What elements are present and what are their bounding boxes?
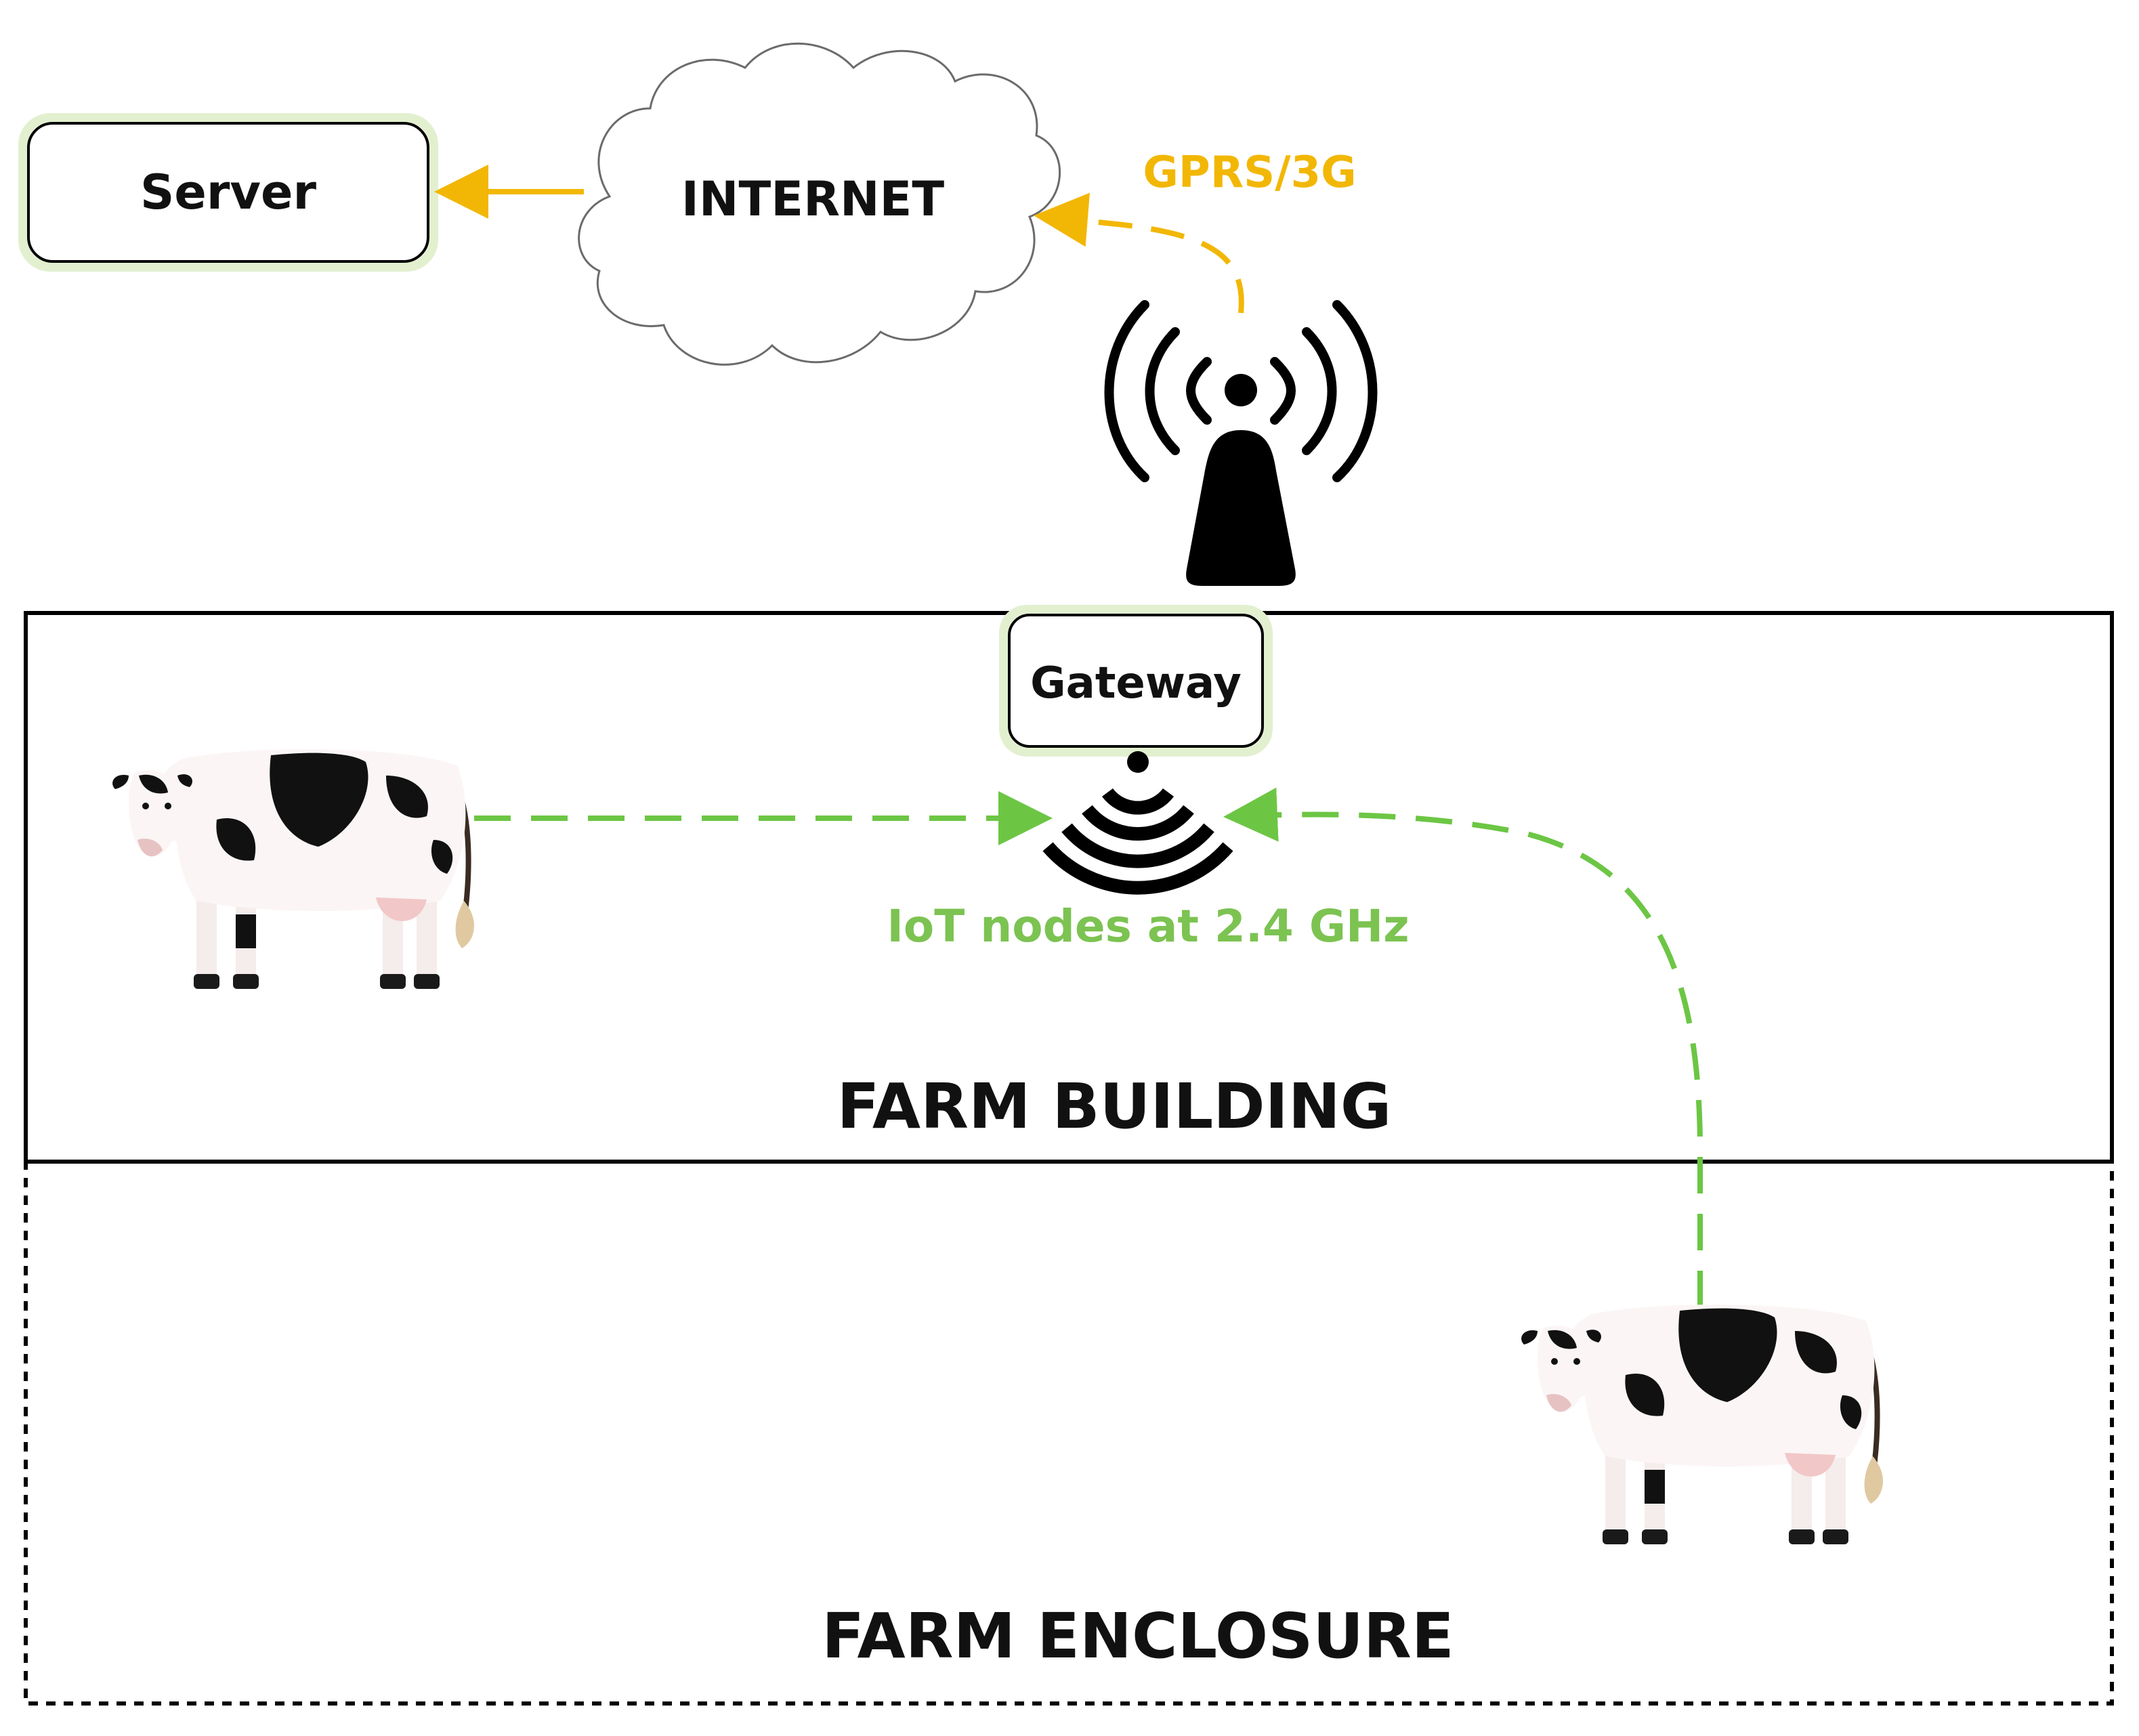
- cow-icon-enclosure: [1521, 1305, 1883, 1544]
- server-box: [27, 122, 429, 263]
- radio-tower-icon: [1104, 300, 1378, 586]
- gprs-label: GPRS/3G: [1143, 148, 1356, 198]
- gateway-box: [1008, 614, 1264, 748]
- farm-building-label: FARM BUILDING: [837, 1070, 1392, 1143]
- gprs-link-arrow: [1034, 192, 1244, 314]
- wifi-signal-icon: [1042, 751, 1233, 895]
- iot-link-right-cow: [1223, 787, 1703, 1307]
- server-box-glow: [18, 113, 438, 272]
- cow-icon: [112, 749, 474, 989]
- internet-cloud: [578, 42, 1061, 366]
- internet-label: INTERNET: [681, 171, 944, 227]
- iot-label: IoT nodes at 2.4 GHz: [887, 900, 1409, 952]
- server-label: Server: [140, 165, 317, 220]
- gateway-label: Gateway: [1030, 658, 1242, 708]
- farm-enclosure-label: FARM ENCLOSURE: [822, 1600, 1454, 1672]
